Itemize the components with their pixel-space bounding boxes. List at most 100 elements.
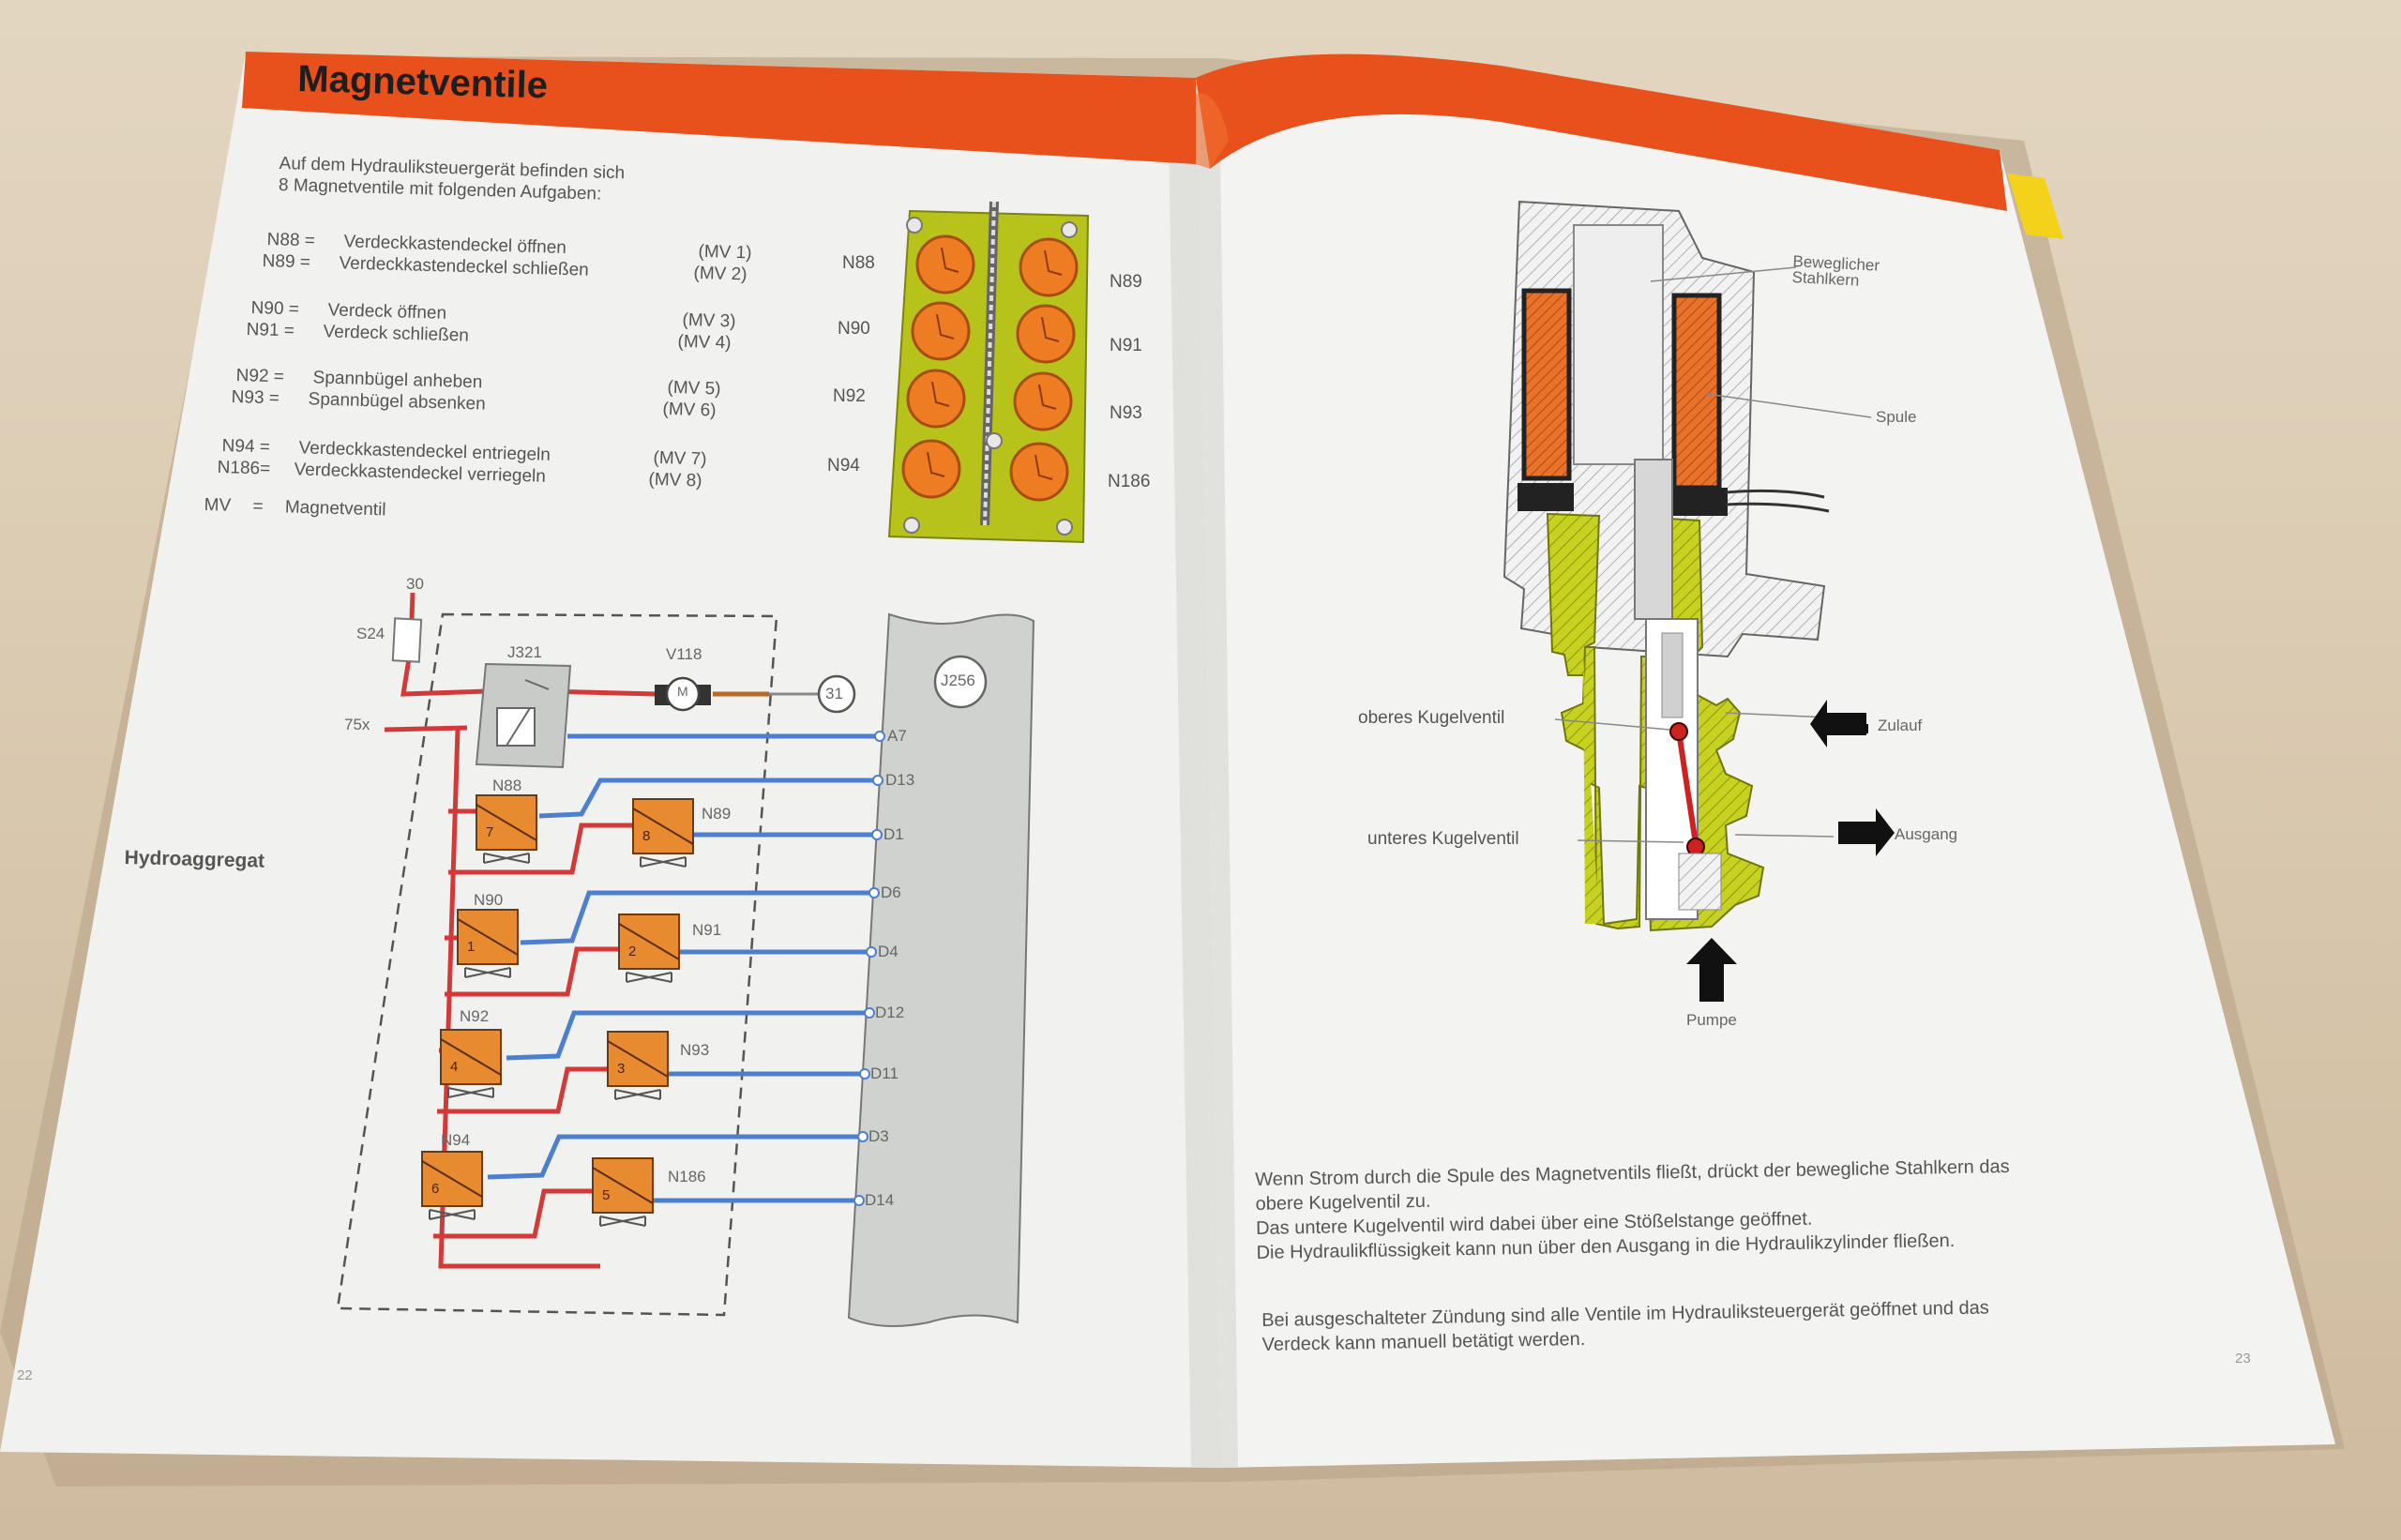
circuit-valve-number: 6 (431, 1181, 439, 1197)
valve-detail-line (931, 381, 950, 407)
circuit-valve-seat (599, 1215, 646, 1227)
pin-d12: D12 (875, 1004, 905, 1021)
pin-a7: A7 (887, 727, 907, 745)
screw-icon (906, 217, 923, 234)
fuse-s24 (391, 617, 423, 663)
ground-31 (817, 674, 856, 714)
circuit-valve-label: N92 (460, 1007, 490, 1025)
circuit-valve-label: N91 (692, 921, 722, 939)
screw-icon (903, 517, 920, 534)
circuit-valve-diagonal (592, 1167, 654, 1204)
callout-outlet: Ausgang (1895, 825, 1958, 843)
terminal-31: 31 (825, 685, 843, 702)
page-number-right: 23 (2235, 1351, 2251, 1366)
pin-d4: D4 (878, 943, 898, 960)
relay-j321-label: J321 (507, 643, 542, 661)
explanation-paragraph-1: Wenn Strom durch die Spule des Magnetven… (1255, 1155, 2010, 1263)
valve-code: N93 = (231, 387, 280, 409)
block-label-n92: N92 (833, 386, 866, 406)
block-label-n94: N94 (827, 456, 860, 476)
valve-code: N89 = (262, 251, 311, 273)
valve-detail-line (1034, 454, 1053, 480)
controller-j256-body (847, 612, 1035, 1327)
pin-d14: D14 (865, 1191, 895, 1209)
valve-cross-section (1503, 200, 1895, 1002)
controller-j256-label: J256 (941, 672, 975, 689)
circuit-valve-diagonal (607, 1040, 669, 1078)
valve-detail-line (941, 247, 959, 273)
circuit-valve-seat (626, 972, 672, 983)
circuit-valve-number: 3 (617, 1061, 625, 1077)
spine-shadow (1168, 78, 1238, 1468)
pin-d11: D11 (870, 1064, 898, 1082)
circuit-valve-number: 2 (628, 944, 636, 959)
valve-detail-line (1044, 249, 1063, 276)
circuit-valve-label: N88 (492, 777, 522, 794)
circuit-valve-diagonal (457, 918, 519, 956)
valve-mv-code: (MV 7) (653, 447, 707, 470)
valve-mv-code: (MV 4) (677, 331, 732, 354)
mv-legend-text: Magnetventil (284, 497, 386, 521)
valve-mv-code: (MV 6) (662, 399, 717, 421)
valve-mv-code: (MV 2) (693, 263, 747, 285)
valve-code: N92 = (235, 366, 285, 387)
motor-v118-label: V118 (666, 645, 702, 663)
mv-legend-code: MV (204, 495, 232, 516)
controller-j256-badge (933, 655, 988, 709)
circuit-valve-label: N90 (474, 891, 504, 909)
block-label-n93: N93 (1110, 403, 1142, 423)
circuit-valve-seat (614, 1089, 661, 1100)
circuit-valve-diagonal (618, 923, 680, 960)
circuit-valve-number: 5 (602, 1187, 610, 1203)
motor-symbol: M (677, 684, 688, 699)
valve-code: N91 = (246, 320, 295, 341)
circuit-valve-label: N186 (668, 1168, 706, 1185)
circuit-valve-box (618, 913, 680, 970)
valve-circles (901, 217, 1079, 536)
circuit-valve-seat (429, 1209, 476, 1220)
valve-detail-line (1041, 316, 1060, 342)
circuit-diagram (336, 592, 1035, 1327)
circuit-valve-number: 7 (486, 824, 493, 840)
pin-d13: D13 (885, 771, 915, 789)
valve-code: N94 = (221, 436, 271, 458)
page-title: Magnetventile (296, 58, 549, 107)
valve-mv-code: (MV 1) (698, 241, 752, 264)
hydroaggregat-box (336, 612, 778, 1317)
screw-icon (1061, 221, 1078, 238)
valve-code: N88 = (266, 230, 316, 251)
block-label-n88: N88 (842, 253, 875, 273)
header-band-right (1196, 53, 2007, 211)
block-label-n186: N186 (1108, 472, 1151, 491)
circuit-valve-label: N94 (441, 1131, 471, 1149)
valve-detail-line (1038, 384, 1057, 410)
screw-icon (986, 432, 1003, 449)
side-label-hydroaggregat: Hydroaggregat (124, 847, 265, 872)
header-band-left (242, 52, 1196, 164)
callout-core: Beweglicher Stahlkern (1791, 252, 1880, 290)
mv-legend-eq: = (252, 496, 264, 517)
valve-mv-code: (MV 5) (667, 377, 721, 400)
valve-code: N90 = (250, 298, 300, 320)
outlet-arrow (1838, 808, 1895, 856)
terminal-75x: 75x (344, 716, 370, 733)
relay-j321 (475, 662, 572, 769)
circuit-valve-seat (640, 856, 687, 868)
circuit-valve-diagonal (476, 804, 537, 841)
valve-detail-line (927, 451, 945, 477)
circuit-valve-seat (447, 1087, 494, 1098)
pin-d6: D6 (881, 883, 901, 901)
right-page (1196, 78, 2335, 1468)
block-label-n91: N91 (1110, 336, 1142, 355)
circuit-valve-number: 8 (642, 828, 650, 844)
valve-mv-code: (MV 3) (682, 310, 736, 332)
inlet-arrow-head (1810, 700, 1866, 747)
callout-upper-valve: oberes Kugelventil (1358, 708, 1505, 728)
circuit-valve-label: N89 (702, 805, 732, 823)
circuit-valve-seat (464, 967, 511, 978)
pin-d1: D1 (883, 825, 904, 843)
callout-inlet: Zulauf (1878, 717, 1923, 734)
terminal-30: 30 (406, 575, 424, 593)
valve-code: N186= (217, 458, 271, 479)
